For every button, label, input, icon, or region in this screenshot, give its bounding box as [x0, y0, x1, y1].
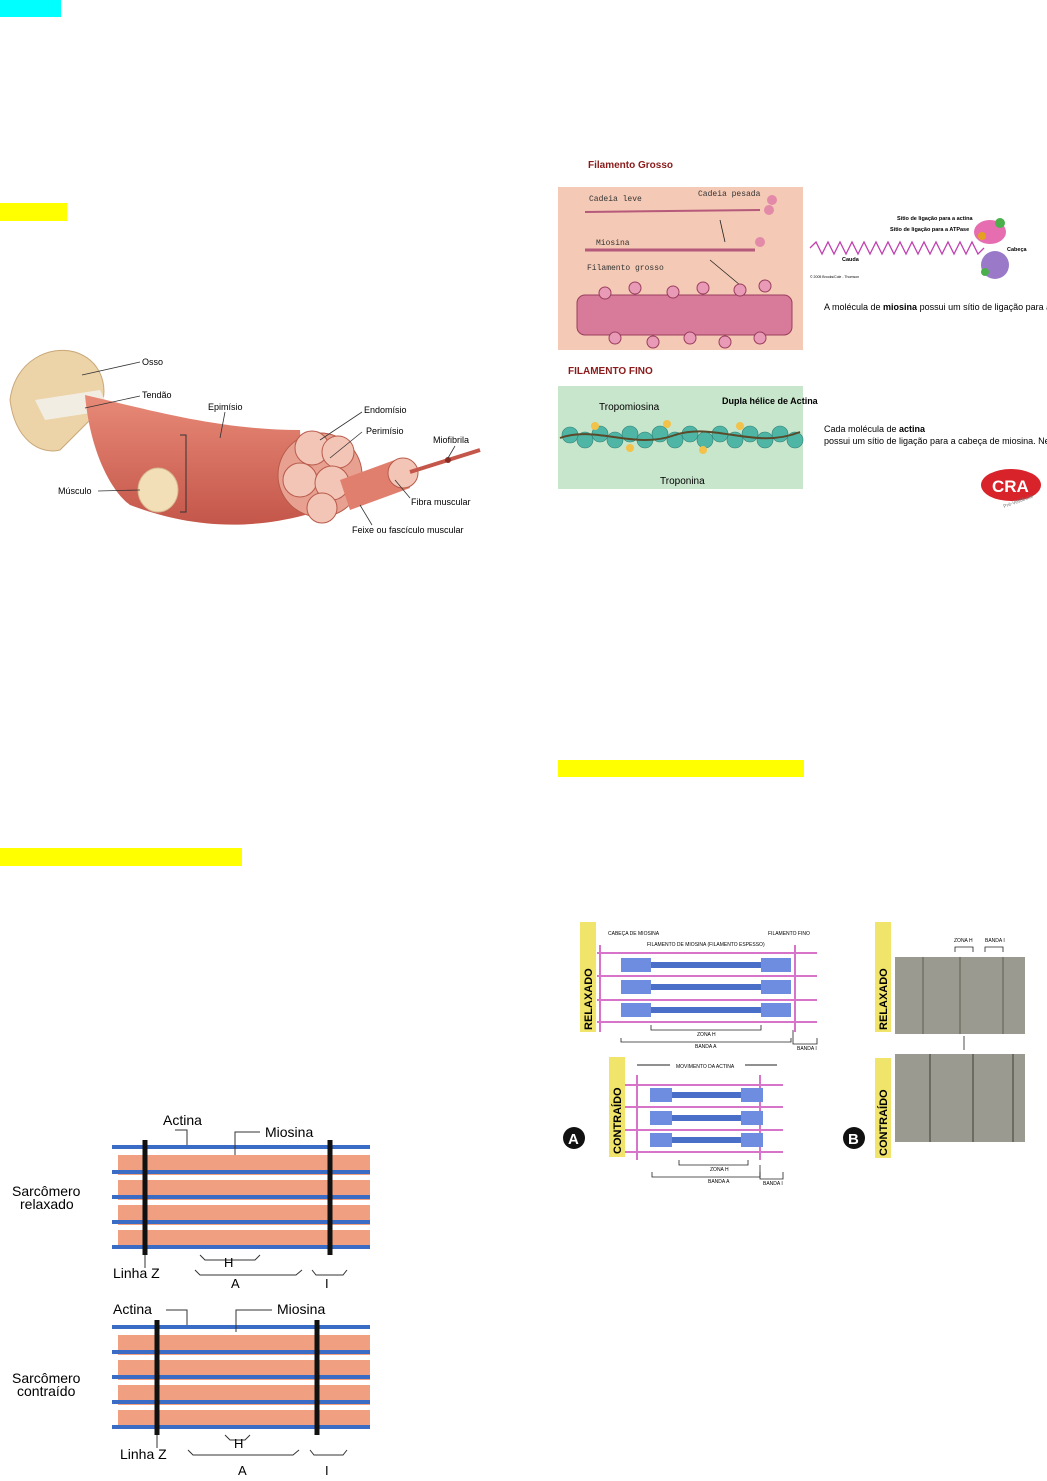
myofibril-line [409, 448, 481, 474]
myosin-tail [809, 240, 985, 256]
sarcomere-right-diagram: RELAXADO CABEÇA DE MIOSINA FILAMENTO FIN… [563, 922, 1025, 1187]
cra-logo [981, 469, 1041, 501]
label-tendao: Tendão [142, 390, 172, 400]
svg-text:BANDA A: BANDA A [708, 1179, 730, 1185]
svg-text:Actina: Actina [113, 1301, 152, 1317]
svg-text:RELAXADO: RELAXADO [583, 968, 595, 1030]
svg-text:Sarcômero: Sarcômero [12, 1370, 81, 1386]
svg-text:Cauda: Cauda [842, 257, 860, 263]
svg-text:BANDA A: BANDA A [695, 1044, 717, 1050]
svg-text:BANDA I: BANDA I [763, 1181, 783, 1187]
svg-text:© 2005 Brooks/Cole - Thomson: © 2005 Brooks/Cole - Thomson [810, 275, 859, 279]
svg-text:I: I [325, 1463, 329, 1478]
svg-text:ZONA H: ZONA H [954, 938, 973, 944]
label-feixe: Feixe ou fascículo muscular [352, 525, 464, 535]
muscle-body-shape [85, 395, 305, 525]
svg-text:Miosina: Miosina [277, 1301, 325, 1317]
svg-text:ZONA H: ZONA H [697, 1032, 716, 1038]
svg-text:BANDA I: BANDA I [985, 938, 1005, 944]
svg-text:relaxado: relaxado [20, 1196, 74, 1212]
svg-text:H: H [224, 1255, 233, 1270]
svg-text:FILAMENTO FINO: FILAMENTO FINO [768, 931, 810, 937]
svg-text:Dupla hélice de Actina: Dupla hélice de Actina [722, 396, 819, 406]
filamento-grosso-title: Filamento Grosso [588, 160, 673, 171]
svg-text:RELAXADO: RELAXADO [878, 968, 890, 1030]
svg-text:I: I [325, 1276, 329, 1291]
svg-text:Filamento grosso: Filamento grosso [587, 264, 664, 273]
svg-text:Miosina: Miosina [265, 1124, 313, 1140]
svg-text:CABEÇA DE MIOSINA: CABEÇA DE MIOSINA [608, 931, 660, 937]
svg-text:A: A [231, 1276, 240, 1291]
label-epimisio: Epimísio [208, 402, 243, 412]
label-musculo: Músculo [58, 486, 92, 496]
svg-text:Cadeia leve: Cadeia leve [589, 195, 642, 204]
label-endomisio: Endomísio [364, 405, 407, 415]
svg-text:Cadeia pesada: Cadeia pesada [698, 190, 761, 199]
svg-text:contraído: contraído [17, 1383, 76, 1399]
svg-text:H: H [234, 1436, 243, 1451]
sarcomere-left-diagram: Actina Miosina Sarcômero relaxado Linha … [12, 1112, 370, 1478]
svg-text:Tropomiosina: Tropomiosina [599, 402, 660, 413]
label-miofibrila: Miofibrila [433, 435, 469, 445]
svg-text:Miosina: Miosina [596, 239, 630, 248]
svg-text:CRA: CRA [992, 477, 1029, 496]
fascicle-bundle [277, 430, 363, 524]
svg-text:B: B [848, 1131, 859, 1148]
miosina-desc: A molécula de miosina possui um sítio de… [824, 302, 1047, 312]
svg-text:CONTRAÍDO: CONTRAÍDO [611, 1087, 624, 1154]
filaments-diagram: Filamento Grosso Cadeia leve Cadeia pesa… [558, 160, 1047, 510]
svg-text:Linha Z: Linha Z [113, 1265, 160, 1281]
muscle-anatomy-diagram: Osso Tendão Epimísio Endomísio Perimísio… [9, 349, 481, 535]
svg-text:Actina: Actina [163, 1112, 202, 1128]
actina-desc: Cada molécula de actina possui um sítio … [824, 424, 1047, 446]
label-osso: Osso [142, 357, 163, 367]
highlight-bar-yellow-3 [558, 760, 804, 777]
highlight-bar-yellow-2 [0, 848, 242, 866]
svg-text:A: A [238, 1463, 247, 1478]
svg-text:Sítio de ligação para a ATPase: Sítio de ligação para a ATPase [890, 227, 969, 233]
filamento-fino-title: FILAMENTO FINO [568, 366, 653, 377]
highlight-bar-yellow-1 [0, 203, 67, 221]
svg-text:MOVIMENTO DA ACTINA: MOVIMENTO DA ACTINA [676, 1064, 735, 1070]
svg-text:BANDA I: BANDA I [797, 1046, 817, 1052]
svg-text:Cabeça: Cabeça [1007, 247, 1028, 253]
svg-text:FILAMENTO DE MIOSINA (FILAMENT: FILAMENTO DE MIOSINA (FILAMENTO ESPESSO) [647, 942, 765, 948]
label-perimisio: Perimísio [366, 426, 404, 436]
label-fibra: Fibra muscular [411, 497, 471, 507]
svg-text:Troponina: Troponina [660, 476, 705, 487]
muscle-cut-face [137, 467, 179, 513]
svg-text:CONTRAÍDO: CONTRAÍDO [877, 1089, 890, 1156]
highlight-bar-cyan [0, 0, 61, 17]
svg-text:Sarcômero: Sarcômero [12, 1183, 81, 1199]
svg-text:ZONA H: ZONA H [710, 1167, 729, 1173]
svg-text:Linha Z: Linha Z [120, 1446, 167, 1462]
svg-text:Sítio de ligação para a actina: Sítio de ligação para a actina [897, 216, 973, 222]
svg-text:A: A [568, 1131, 579, 1148]
